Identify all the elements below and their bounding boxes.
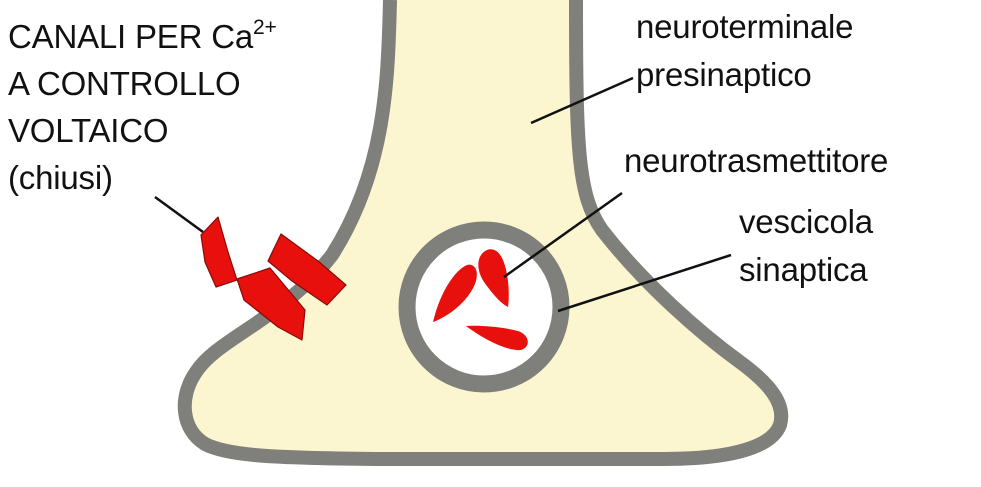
label-terminal-line2: presinaptico [636,55,812,95]
label-channels-line1: CANALI PER Ca2+ [8,17,277,57]
label-channels-line3: VOLTAICO [8,111,168,151]
label-vesicle-line2: sinaptica [739,250,867,290]
label-channels-line4: (chiusi) [8,158,113,198]
label-neurotransmitter: neurotrasmettitore [624,141,888,181]
label-vesicle-line1: vescicola [739,202,873,242]
label-terminal-line1: neuroterminale [636,7,853,47]
leader-line-channels [155,197,203,232]
calcium-channel [201,217,237,287]
label-channels-text: CANALI PER Ca [8,18,253,55]
label-channels-line2: A CONTROLLO [8,64,241,104]
label-channels-superscript: 2+ [253,16,277,39]
